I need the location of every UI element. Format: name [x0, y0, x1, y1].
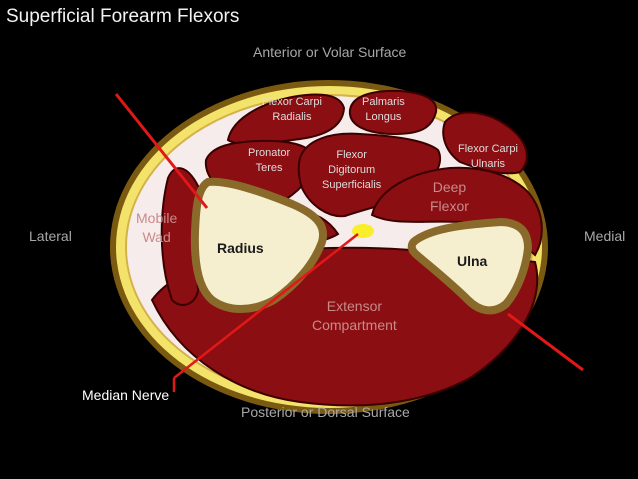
cut-line-upper-left: [114, 93, 209, 209]
extensor-compartment-label: Extensor Compartment: [312, 298, 397, 333]
flexor-carpi-ulnaris-muscle: [442, 111, 528, 175]
flexor-carpi-radialis-label: Flexor Carpi Radialis: [262, 96, 322, 123]
cut-line-lower-right: [507, 312, 584, 372]
radius-label: Radius: [217, 240, 264, 256]
flexor-digitorum-superficialis-label: Flexor Digitorum Superficialis: [322, 149, 382, 191]
page-title: Superficial Forearm Flexors: [6, 6, 240, 27]
ulna-bone: [407, 217, 533, 315]
posterior-label: Posterior or Dorsal Surface: [241, 404, 410, 420]
palmaris-longus-label: Palmaris Longus: [362, 96, 405, 123]
palmaris-longus-muscle: [348, 89, 438, 136]
nerve-pointer-line: [173, 233, 359, 379]
flexor-carpi-ulnaris-label: Flexor Carpi Ulnaris: [458, 143, 518, 170]
mobile-wad-label: Mobile Wad: [136, 210, 178, 245]
mobile-wad-muscle: [160, 167, 202, 306]
median-nerve-label: Median Nerve: [82, 387, 170, 403]
anterior-label: Anterior or Volar Surface: [253, 44, 407, 60]
ulna-label: Ulna: [457, 253, 488, 269]
pronator-teres-label: Pronator Teres: [248, 147, 291, 174]
deep-flexor-label: Deep Flexor: [430, 179, 469, 214]
medial-label: Medial: [584, 228, 626, 244]
deep-flexor-muscle: [370, 166, 543, 257]
lateral-label: Lateral: [29, 228, 72, 244]
